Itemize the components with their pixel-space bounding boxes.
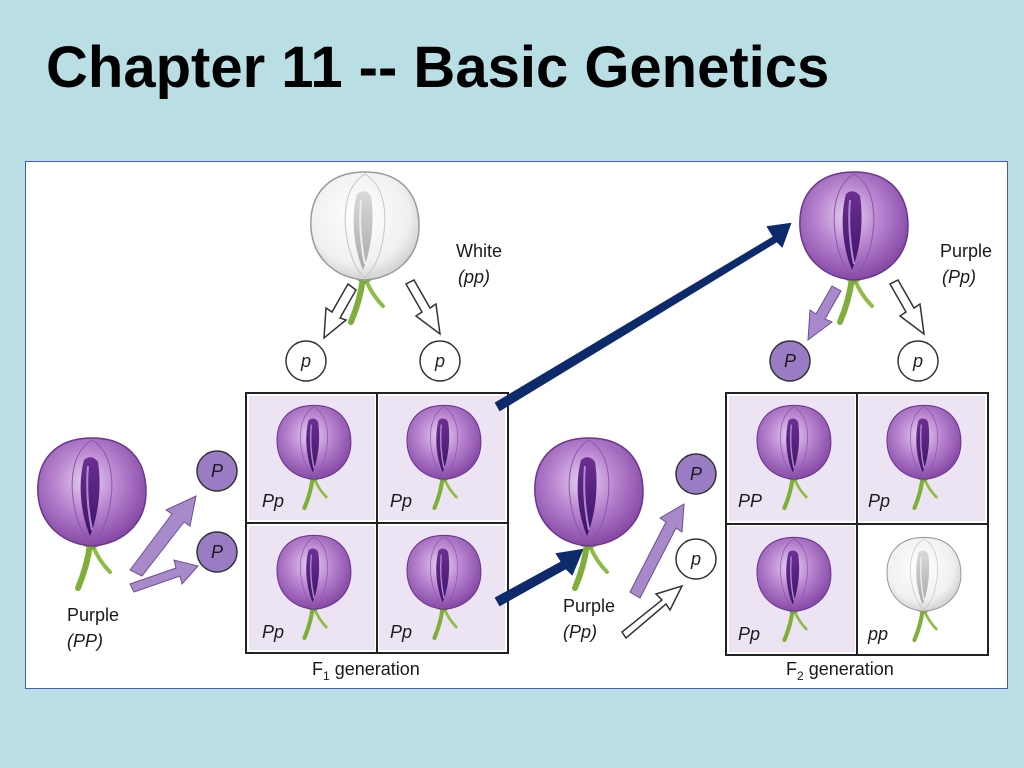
f1-selfed-left-arrow-bottom-icon — [620, 584, 684, 640]
f1-selfed-top-flower-icon — [800, 172, 908, 322]
purple-parent-flower-icon — [38, 438, 146, 588]
f2-gamete-top-2-label: p — [912, 351, 923, 371]
f2-cell-1-genotype: PP — [738, 491, 762, 511]
white-gamete-2-label: p — [434, 351, 445, 371]
f1-selfed-left-name: Purple — [563, 596, 615, 616]
f1-selfed-top-arrow-left-icon — [807, 285, 842, 342]
f2-cell-2-genotype: Pp — [868, 491, 890, 511]
white-gamete-arrow-right-icon — [404, 279, 441, 336]
f1-caption: F1 generation — [312, 659, 420, 683]
f2-cell-4-genotype: pp — [867, 624, 888, 644]
f2-caption: F2 generation — [786, 659, 894, 683]
slide-title: Chapter 11 -- Basic Genetics — [46, 35, 830, 100]
f1-selfed-left-flower-icon — [535, 438, 643, 588]
f1-to-f2-parent-top-arrow-icon — [494, 222, 792, 412]
white-gamete-1: p — [285, 340, 327, 382]
purple-parent-name: Purple — [67, 605, 119, 625]
f2-gamete-left-2-label: p — [690, 549, 701, 569]
f2-gamete-left-1-label: P — [690, 464, 702, 484]
purple-parent-genotype: (PP) — [67, 631, 103, 651]
white-gamete-1-label: p — [300, 351, 311, 371]
f1-to-f2-parent-left-arrow-icon — [494, 548, 584, 607]
f2-gamete-left-1: P — [675, 453, 717, 495]
f1-punnett-square: Pp Pp Pp Pp — [245, 392, 509, 654]
purple-gamete-arrow-bottom-icon — [129, 559, 199, 593]
purple-gamete-2: P — [196, 531, 238, 573]
white-parent-name: White — [456, 241, 502, 261]
white-parent-genotype: (pp) — [458, 267, 490, 287]
f2-punnett-square: PP Pp Pp pp — [725, 392, 989, 656]
f1-selfed-left-genotype: (Pp) — [563, 622, 597, 642]
f1-cell-3-genotype: Pp — [262, 622, 284, 642]
white-parent-flower-icon — [311, 172, 419, 322]
f1-selfed-left-arrow-top-icon — [629, 503, 685, 599]
genetics-figure: White (pp) p p Purple (PP) P P — [25, 161, 1008, 689]
f1-cell-1-genotype: Pp — [262, 491, 284, 511]
f1-selfed-top-name: Purple — [940, 241, 992, 261]
f2-gamete-top-2: p — [897, 340, 939, 382]
f2-gamete-left-2: p — [675, 538, 717, 580]
f2-gamete-top-1: P — [769, 340, 811, 382]
white-gamete-2: p — [419, 340, 461, 382]
purple-gamete-2-label: P — [211, 542, 223, 562]
purple-gamete-arrow-top-icon — [129, 495, 197, 577]
purple-gamete-1-label: P — [211, 461, 223, 481]
figure-svg: White (pp) p p Purple (PP) P P — [26, 162, 992, 683]
f1-cell-4-genotype: Pp — [390, 622, 412, 642]
f1-selfed-top-arrow-right-icon — [888, 279, 925, 336]
purple-gamete-1: P — [196, 450, 238, 492]
f1-cell-2-genotype: Pp — [390, 491, 412, 511]
f2-gamete-top-1-label: P — [784, 351, 796, 371]
f2-cell-3-genotype: Pp — [738, 624, 760, 644]
f1-selfed-top-genotype: (Pp) — [942, 267, 976, 287]
white-gamete-arrow-left-icon — [323, 282, 357, 340]
